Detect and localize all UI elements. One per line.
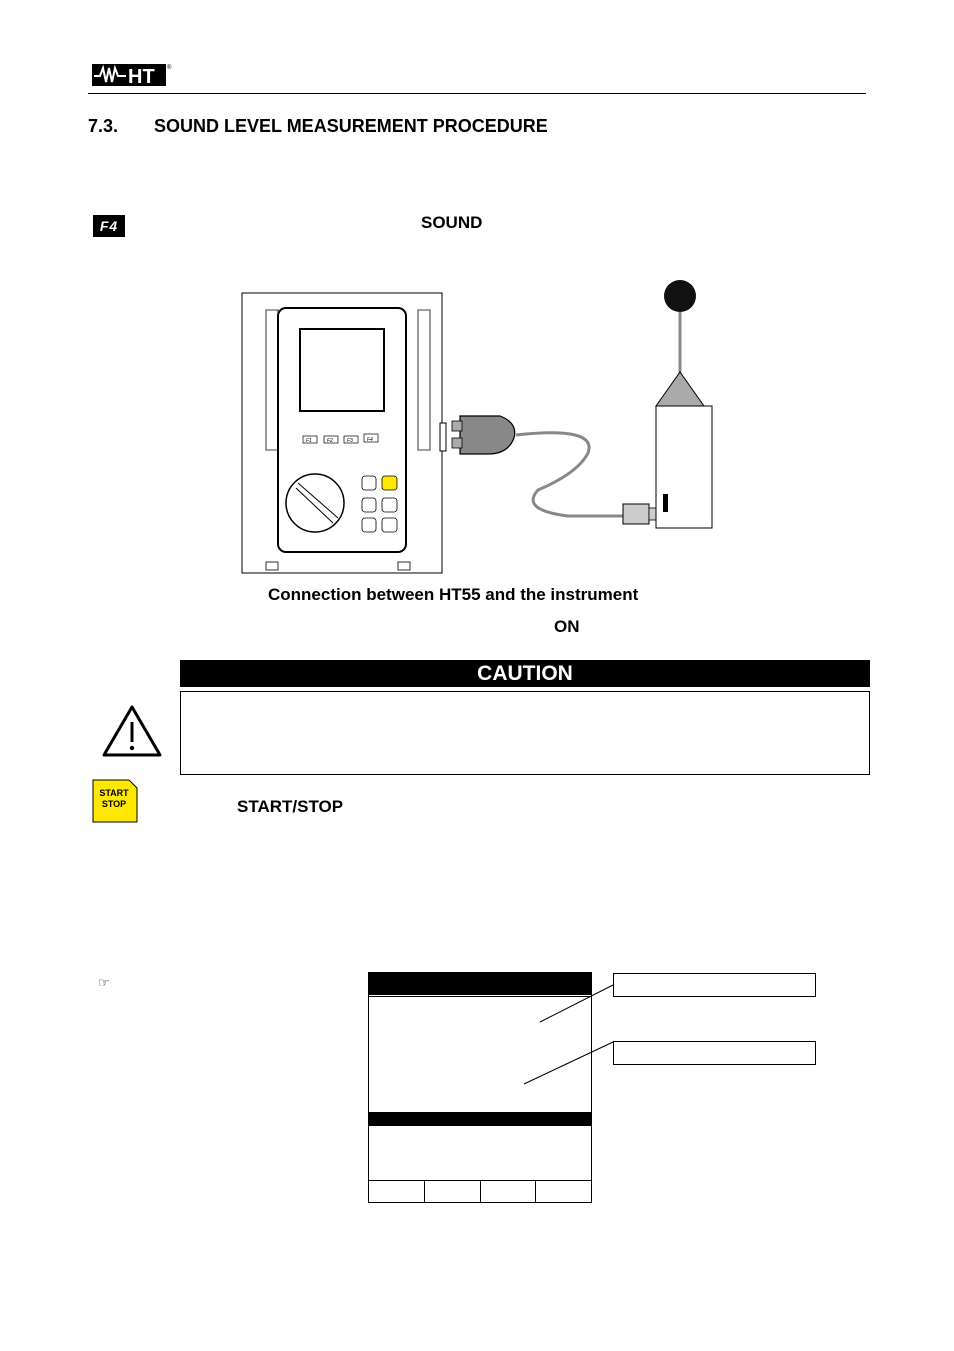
screen-status-bar [369, 1112, 591, 1126]
screen-key-4 [536, 1181, 591, 1203]
caution-heading: CAUTION [180, 660, 870, 687]
svg-text:STOP: STOP [102, 799, 126, 809]
section-number: 7.3. [88, 116, 119, 136]
caution-box [180, 691, 870, 775]
figure-key-f4: F4 [367, 437, 373, 443]
callout-lines [520, 980, 620, 1090]
warning-triangle-icon [101, 704, 163, 758]
screen-title-bar [369, 973, 591, 995]
sound-mode-label: SOUND [421, 213, 483, 232]
callout-box-top [613, 973, 816, 997]
figure-key-f1: F1 [306, 438, 312, 444]
figure-key-f2: F2 [327, 438, 333, 444]
screen-function-keys [369, 1180, 591, 1203]
screen-key-1 [369, 1181, 425, 1203]
screen-key-3 [481, 1181, 537, 1203]
connection-diagram: F1 F2 F3 F4 [238, 278, 718, 580]
start-stop-label: START/STOP [237, 797, 344, 816]
callout-box-bottom [613, 1041, 816, 1065]
f4-key-icon: F4 [93, 215, 125, 237]
svg-text:START: START [99, 788, 129, 798]
on-label: ON [554, 617, 580, 636]
section-title: SOUND LEVEL MEASUREMENT PROCEDURE [154, 116, 548, 136]
start-stop-key-icon: START STOP [92, 779, 138, 823]
logo-text: HT [128, 66, 155, 88]
pointing-hand-icon: ☞ [98, 975, 110, 990]
figure-caption: Connection between HT55 and the instrume… [268, 585, 639, 604]
ht-logo: HT ® [92, 60, 174, 88]
header-rule [88, 93, 866, 94]
svg-text:®: ® [167, 64, 172, 71]
instrument-screen-mockup [368, 972, 592, 1203]
figure-key-f3: F3 [347, 438, 353, 444]
screen-key-2 [425, 1181, 481, 1203]
